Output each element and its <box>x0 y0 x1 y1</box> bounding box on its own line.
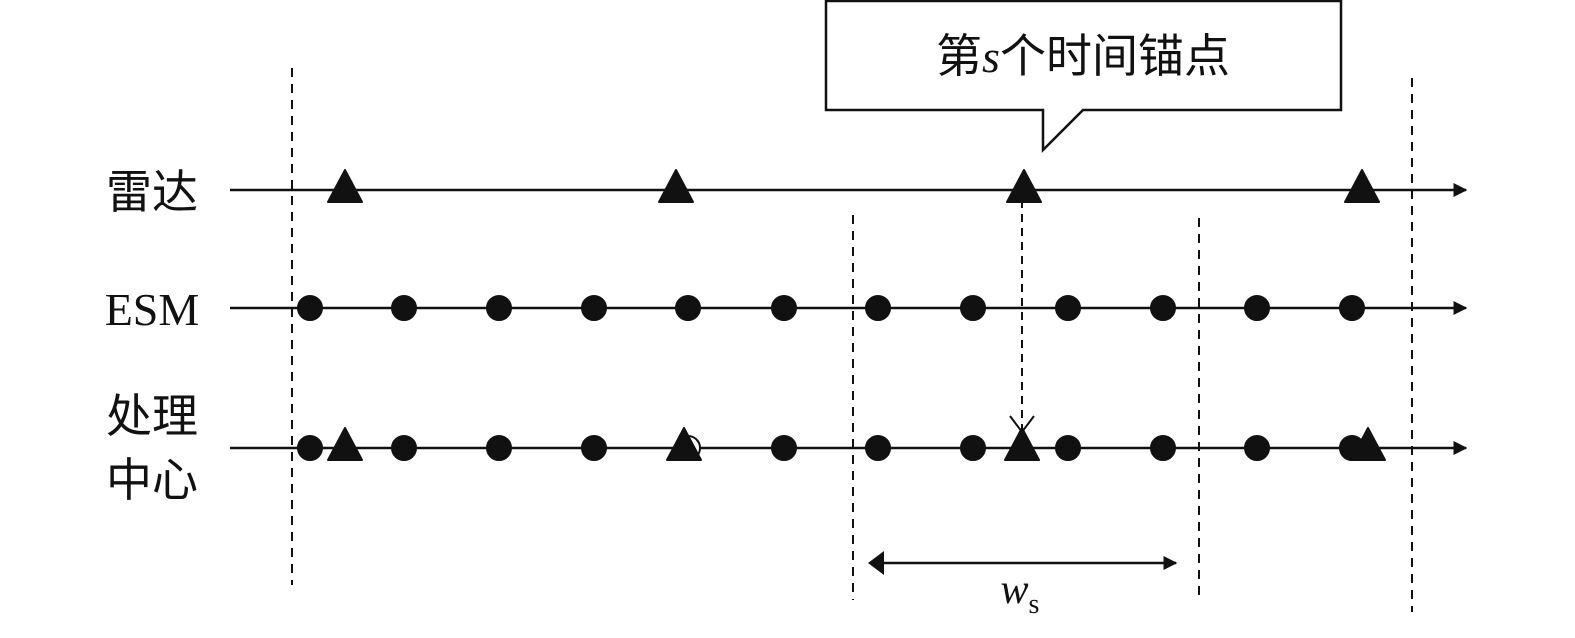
callout-box <box>824 0 1343 154</box>
window-label: ws <box>1001 567 1040 620</box>
esm-detection-dot <box>297 295 323 321</box>
row-label-esm: ESM <box>105 284 200 335</box>
esm-detection-dot <box>960 295 986 321</box>
callout-text: 第s个时间锚点 <box>936 31 1230 82</box>
esm-detection-dot <box>1150 295 1176 321</box>
center-esm-dot <box>581 435 607 461</box>
row-label-center-line1: 处理 <box>106 391 198 442</box>
esm-detection-dot <box>771 295 797 321</box>
esm-detection-dot <box>865 295 891 321</box>
center-esm-dot <box>1055 435 1081 461</box>
esm-detection-dot <box>1244 295 1270 321</box>
center-esm-dot <box>1244 435 1270 461</box>
center-esm-dot <box>391 435 417 461</box>
center-esm-dot <box>865 435 891 461</box>
esm-detection-dot <box>581 295 607 321</box>
center-esm-dot <box>1150 435 1176 461</box>
center-radar-triangle <box>666 427 702 461</box>
esm-detection-dot <box>391 295 417 321</box>
row-label-radar: 雷达 <box>106 167 198 218</box>
dashed-boundaries <box>291 68 1413 612</box>
center-radar-triangle <box>1350 427 1386 461</box>
center-esm-dot <box>297 435 323 461</box>
esm-detection-dot <box>675 295 701 321</box>
center-esm-dot <box>771 435 797 461</box>
radar-detection-triangle <box>1006 169 1042 203</box>
event-marks <box>297 169 1386 461</box>
center-esm-dot <box>960 435 986 461</box>
radar-detection-triangle <box>1344 169 1380 203</box>
radar-detection-triangle <box>327 169 363 203</box>
esm-detection-dot <box>1339 295 1365 321</box>
radar-detection-triangle <box>658 169 694 203</box>
center-radar-triangle <box>1004 427 1040 461</box>
esm-detection-dot <box>1055 295 1081 321</box>
window-arrowhead-left-icon <box>868 551 884 575</box>
center-esm-dot <box>486 435 512 461</box>
row-label-center-line2: 中心 <box>106 455 198 506</box>
center-radar-triangle <box>327 427 363 461</box>
esm-detection-dot <box>486 295 512 321</box>
